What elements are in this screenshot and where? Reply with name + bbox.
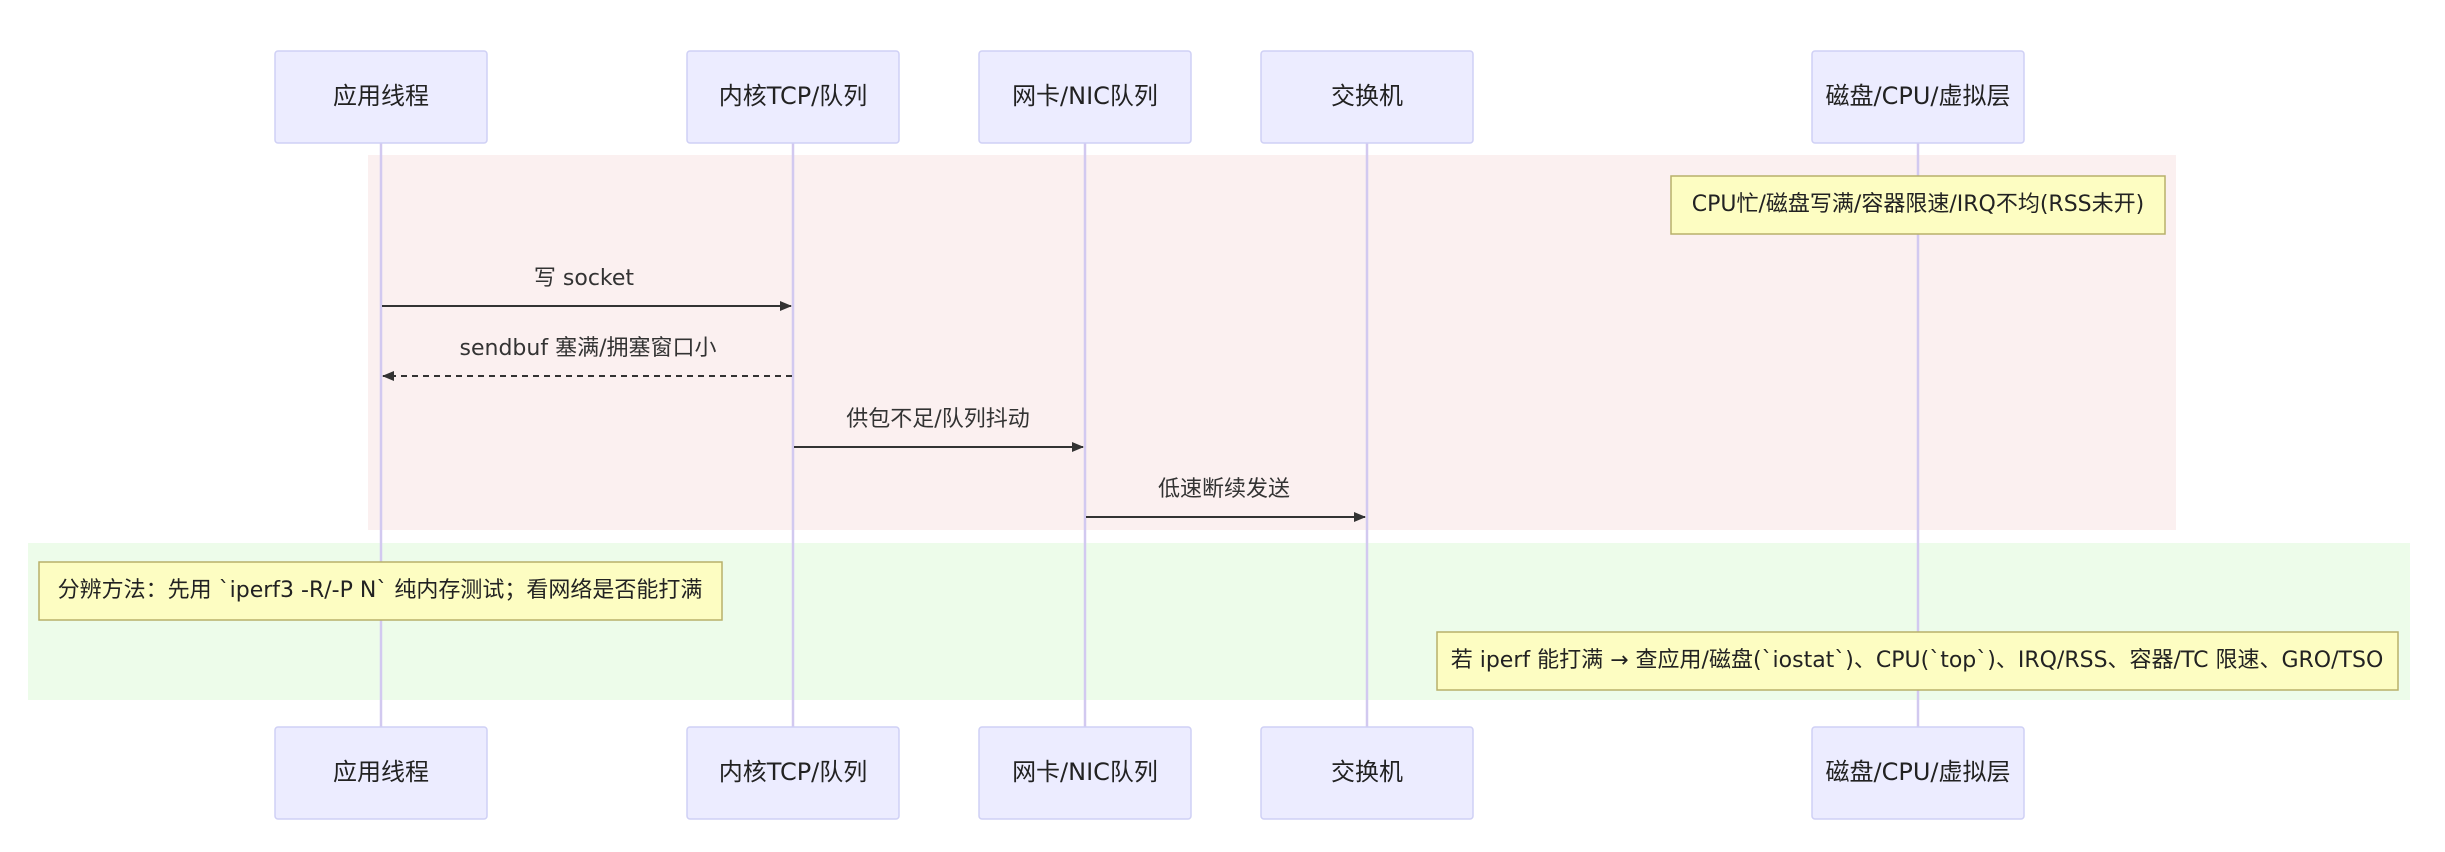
actor-switch-bottom: 交换机 xyxy=(1260,726,1474,820)
actor-label: 交换机 xyxy=(1331,82,1403,110)
actor-nic-top: 网卡/NIC队列 xyxy=(978,50,1192,144)
message-label: 低速断续发送 xyxy=(1158,477,1290,502)
actor-label: 内核TCP/队列 xyxy=(719,82,868,110)
message-write-socket: 写 socket xyxy=(382,266,792,311)
actor-kernel-top: 内核TCP/队列 xyxy=(686,50,900,144)
note-text: CPU忙/磁盘写满/容器限速/IRQ不均(RSS未开) xyxy=(1692,192,2144,217)
message-slow-send: 低速断续发送 xyxy=(1086,477,1366,522)
actor-host-top: 磁盘/CPU/虚拟层 xyxy=(1811,50,2025,144)
message-label: sendbuf 塞满/拥塞窗口小 xyxy=(460,336,717,361)
note-text: 若 iperf 能打满 → 查应用/磁盘(`iostat`)、CPU(`top`… xyxy=(1451,648,2384,673)
actor-label: 磁盘/CPU/虚拟层 xyxy=(1826,82,2011,110)
actor-host-bottom: 磁盘/CPU/虚拟层 xyxy=(1811,726,2025,820)
message-packet-shortage: 供包不足/队列抖动 xyxy=(794,407,1084,452)
actor-label: 网卡/NIC队列 xyxy=(1012,758,1158,786)
actor-label: 应用线程 xyxy=(333,758,429,786)
actor-label: 交换机 xyxy=(1331,758,1403,786)
note-host-causes: CPU忙/磁盘写满/容器限速/IRQ不均(RSS未开) xyxy=(1670,175,2166,235)
actor-kernel-bottom: 内核TCP/队列 xyxy=(686,726,900,820)
actor-label: 应用线程 xyxy=(333,82,429,110)
message-label: 写 socket xyxy=(534,266,635,291)
message-sendbuf-full: sendbuf 塞满/拥塞窗口小 xyxy=(382,336,792,381)
actor-label: 网卡/NIC队列 xyxy=(1012,82,1158,110)
note-text: 分辨方法：先用 `iperf3 -R/-P N` 纯内存测试；看网络是否能打满 xyxy=(58,578,703,603)
note-followup: 若 iperf 能打满 → 查应用/磁盘(`iostat`)、CPU(`top`… xyxy=(1436,631,2399,691)
actor-label: 内核TCP/队列 xyxy=(719,758,868,786)
actor-app-top: 应用线程 xyxy=(274,50,488,144)
actor-app-bottom: 应用线程 xyxy=(274,726,488,820)
actor-switch-top: 交换机 xyxy=(1260,50,1474,144)
actor-label: 磁盘/CPU/虚拟层 xyxy=(1826,758,2011,786)
note-method: 分辨方法：先用 `iperf3 -R/-P N` 纯内存测试；看网络是否能打满 xyxy=(38,561,723,621)
actor-nic-bottom: 网卡/NIC队列 xyxy=(978,726,1192,820)
message-label: 供包不足/队列抖动 xyxy=(846,407,1029,432)
